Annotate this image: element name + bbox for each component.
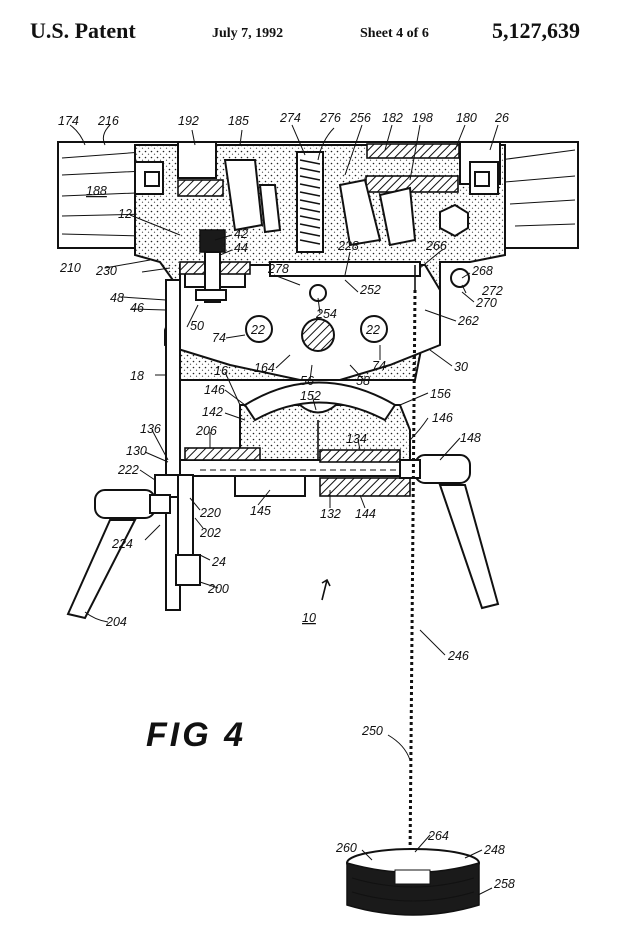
ref-50: 50 [190,319,204,333]
reference-numerals: 174 216 192 185 274 276 256 182 198 180 … [58,111,515,891]
ref-58: 58 [356,374,370,388]
ref-144: 144 [355,507,376,521]
ref-56: 56 [300,374,314,388]
coil-spring [296,151,324,253]
ref-24: 24 [211,555,226,569]
ref-278: 278 [267,262,289,276]
ref-222: 222 [117,463,139,477]
ref-74b: 74 [372,359,386,373]
ref-148: 148 [460,431,481,445]
ref-198: 198 [412,111,433,125]
sheet-indicator: Sheet 4 of 6 [360,26,429,41]
ref-250: 250 [361,724,383,738]
ref-206: 206 [195,424,217,438]
ref-22b: 22 [365,323,380,337]
ref-44: 44 [234,241,248,255]
ref-164: 164 [254,361,275,375]
ref-74a: 74 [212,331,226,345]
ref-134: 134 [346,432,367,446]
ref-224: 224 [111,537,133,551]
ref-254: 254 [315,307,337,321]
ref-182: 182 [382,111,403,125]
ref-192: 192 [178,114,199,128]
ref-26: 26 [494,111,509,125]
ref-220: 220 [199,506,221,520]
ref-146a: 146 [204,383,225,397]
ref-262: 262 [457,314,479,328]
ref-188: 188 [86,184,107,198]
ref-180: 180 [456,111,477,125]
ref-130: 130 [126,444,147,458]
patent-office-label: U.S. Patent [30,18,136,43]
ref-16: 16 [214,364,228,378]
ref-42: 42 [234,227,248,241]
ref-46: 46 [130,301,144,315]
ref-12: 12 [118,207,132,221]
ref-264: 264 [427,829,449,843]
ref-48: 48 [110,291,124,305]
ref-276: 276 [319,111,341,125]
ref-274: 274 [279,111,301,125]
ref-136: 136 [140,422,161,436]
ref-258: 258 [493,877,515,891]
ref-30: 30 [454,360,468,374]
guide-rod [154,279,201,611]
lower-casting [164,229,470,381]
counterweight [346,848,480,916]
threaded-rod [167,447,411,497]
ref-268: 268 [471,264,493,278]
ref-156: 156 [430,387,451,401]
right-handle [399,454,500,610]
bead-chain [408,265,417,861]
left-handle [66,489,171,620]
ref-204: 204 [105,615,127,629]
ref-270: 270 [475,296,497,310]
ref-266: 266 [425,239,447,253]
ref-200: 200 [207,582,229,596]
ref-22a: 22 [250,323,265,337]
ref-252: 252 [359,283,381,297]
ref-210: 210 [59,261,81,275]
ref-260: 260 [335,841,357,855]
patent-number: 5,127,639 [492,18,580,43]
ref-145: 145 [250,504,271,518]
patent-date: July 7, 1992 [212,26,284,41]
ref-228: 228 [337,239,359,253]
ref-202: 202 [199,526,221,540]
ref-216: 216 [97,114,119,128]
ref-174: 174 [58,114,79,128]
ref-248: 248 [483,843,505,857]
ref-10: 10 [302,611,316,625]
ref-18: 18 [130,369,144,383]
ref-132: 132 [320,507,341,521]
ref-230: 230 [95,264,117,278]
jaw-assembly [239,381,411,470]
ref-246: 246 [447,649,469,663]
ref-152: 152 [300,389,321,403]
assembly-arrow [321,578,331,601]
ref-185: 185 [228,114,249,128]
ref-256: 256 [349,111,371,125]
ref-146b: 146 [432,411,453,425]
leader-lines [69,124,499,896]
ref-272: 272 [481,284,503,298]
figure-label: FIG 4 [146,716,246,754]
ref-142: 142 [202,405,223,419]
